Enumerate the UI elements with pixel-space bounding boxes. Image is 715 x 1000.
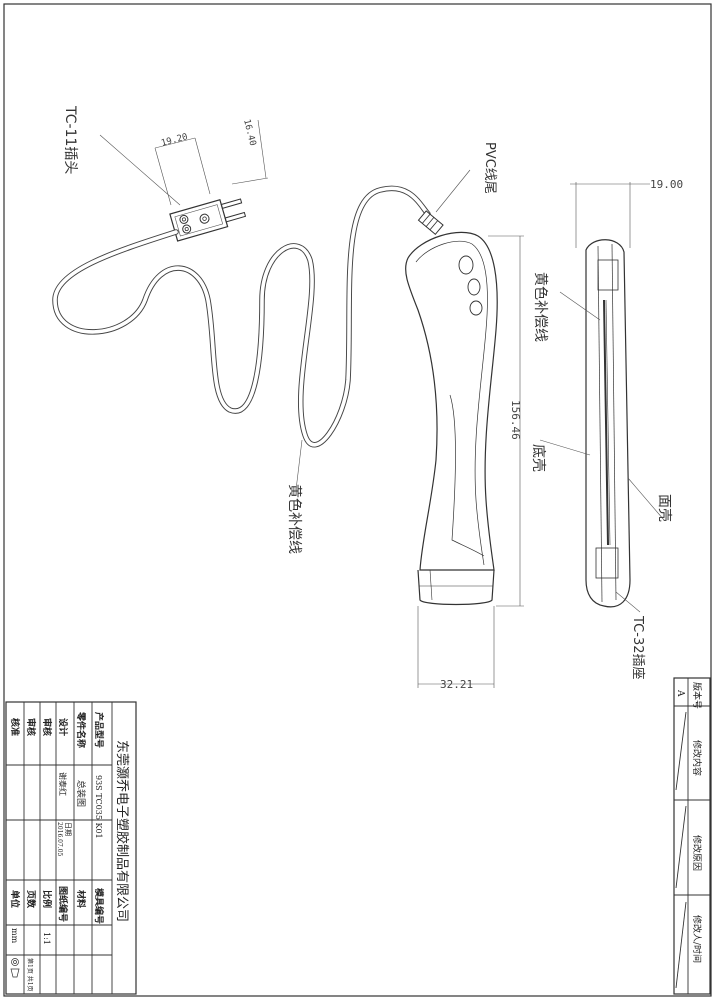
pages-label: 页数 bbox=[25, 890, 37, 909]
unit-value: mm bbox=[10, 928, 19, 944]
mold-no-label: 模具编号 bbox=[93, 888, 105, 924]
product-model-label: 产品型号 bbox=[93, 712, 105, 748]
version-value: A bbox=[675, 689, 685, 697]
revision-block bbox=[673, 677, 711, 995]
design-label: 设计 bbox=[57, 718, 69, 736]
version-label: 版本号 bbox=[691, 682, 703, 709]
company-name: 东莞灏乔电子塑胶制品有限公司 bbox=[114, 740, 130, 922]
socket-label: TC-32插座 bbox=[630, 615, 645, 680]
part-name-label: 零件名称 bbox=[75, 711, 87, 748]
leader-lines bbox=[99, 134, 665, 613]
wire-label-center: 黄色补偿线 bbox=[286, 484, 303, 554]
scale-value: 1:1 bbox=[42, 932, 51, 945]
handle-front-view bbox=[405, 231, 498, 606]
title-block bbox=[5, 701, 137, 995]
product-model-value: 93S TC035 K01 bbox=[94, 775, 103, 839]
handle-dimension-lines bbox=[417, 235, 524, 688]
projection-symbol-icon bbox=[10, 958, 20, 978]
revision-content-label: 修改内容 bbox=[691, 740, 703, 776]
compensation-cable bbox=[52, 185, 431, 448]
material-label: 材料 bbox=[75, 889, 87, 908]
side-view-dimension-lines bbox=[570, 182, 650, 248]
page-border bbox=[3, 3, 712, 997]
drawing-no-label: 图纸编号 bbox=[57, 886, 69, 922]
revision-person-label: 修改人/时间 bbox=[691, 915, 703, 963]
plug-width-dim: 19.20 bbox=[160, 132, 189, 149]
design-date: 2016.07.05 bbox=[56, 822, 63, 857]
tc11-plug bbox=[169, 198, 247, 242]
width-dim: 32.21 bbox=[440, 678, 473, 691]
plug-label: TC-11插头 bbox=[62, 105, 78, 174]
design-name: 谢泰红 bbox=[58, 772, 68, 796]
plug-height-dim: 16.40 bbox=[241, 118, 257, 147]
handle-side-view bbox=[585, 239, 631, 608]
plug-dimension-lines bbox=[154, 119, 269, 206]
wire-label-right: 黄色补偿线 bbox=[532, 272, 549, 342]
length-dim: 156.46 bbox=[509, 400, 522, 440]
design-days: 日期 bbox=[64, 822, 72, 836]
thickness-dim: 19.00 bbox=[650, 178, 683, 191]
unit-label: 单位 bbox=[9, 890, 21, 908]
tail-label: PVC线尾 bbox=[482, 142, 497, 194]
top-shell-label: 面壳 bbox=[656, 494, 673, 522]
pvc-tail bbox=[417, 210, 444, 236]
bottom-shell-label: 底壳 bbox=[530, 444, 547, 472]
approve-label: 核准 bbox=[9, 718, 21, 736]
part-name-value: 总装图 bbox=[75, 780, 87, 807]
scale-label: 比例 bbox=[41, 890, 53, 908]
page-value: 第1页 共1页 bbox=[26, 958, 34, 992]
review1-label: 审核 bbox=[41, 718, 53, 736]
revision-reason-label: 修改原因 bbox=[691, 835, 703, 871]
review2-label: 审核 bbox=[25, 718, 37, 736]
